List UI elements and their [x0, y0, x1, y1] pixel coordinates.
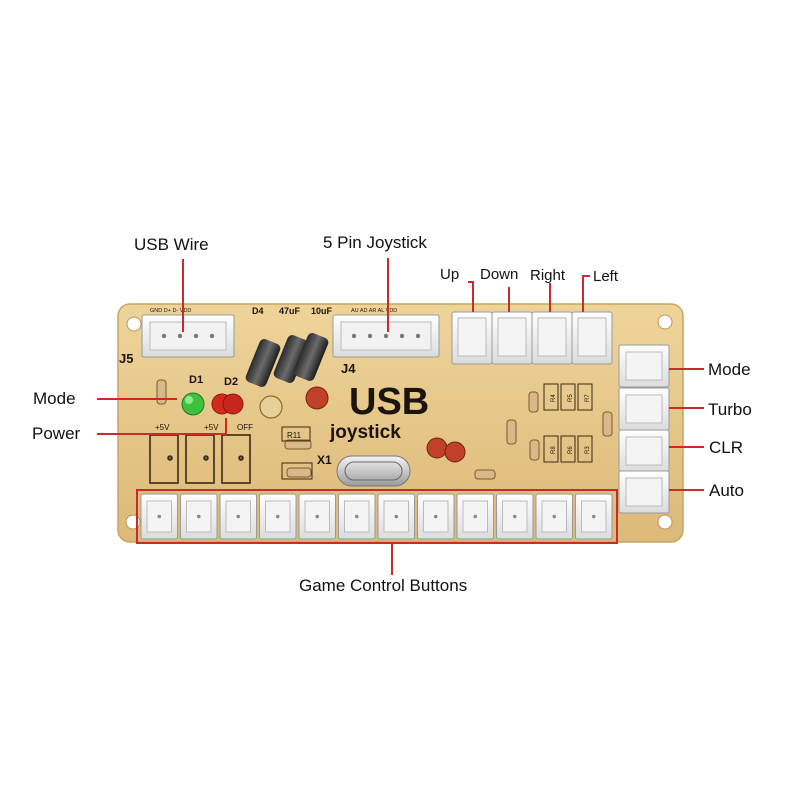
- game-buttons-frame: [136, 489, 618, 544]
- label-turbo: Turbo: [708, 400, 752, 419]
- label-r5: R5: [568, 394, 574, 402]
- game-button-pin: [236, 514, 241, 519]
- game-button-pin: [394, 514, 399, 519]
- label-down: Down: [480, 266, 519, 283]
- crystal-x1: [336, 455, 411, 487]
- function-connectors: [618, 344, 670, 514]
- game-control-buttons: [136, 489, 618, 544]
- label-off: OFF: [237, 423, 253, 432]
- ceramic-capacitor: [305, 386, 329, 410]
- ceramic-capacitor: [259, 395, 283, 419]
- callout-lines: [97, 258, 704, 575]
- game-button-pin: [196, 514, 201, 519]
- mount-hole: [657, 314, 673, 330]
- game-button-pin: [157, 514, 162, 519]
- label-clr: CLR: [709, 438, 744, 457]
- silkscreen: USB joystick J5 J4 D1 D2 D4 47uF 10uF X1…: [119, 306, 591, 467]
- label-j4: J4: [341, 361, 356, 376]
- label-left: Left: [593, 268, 619, 285]
- game-button-socket: [304, 500, 330, 533]
- callout-power: [97, 418, 227, 435]
- label-5v-b: +5V: [204, 423, 219, 432]
- label-r8: R8: [551, 446, 557, 454]
- label-r7: R7: [585, 394, 591, 402]
- usb-connector-j5: [141, 314, 235, 358]
- leds: [181, 392, 244, 416]
- led-d1-green: [181, 392, 205, 416]
- label-5v-a: +5V: [155, 423, 170, 432]
- game-button-pin: [512, 514, 517, 519]
- game-button-pin: [552, 514, 557, 519]
- game-button-pin: [473, 514, 478, 519]
- label-d4: D4: [252, 306, 264, 316]
- resistor-pads: [281, 383, 593, 480]
- ceramic-capacitor: [426, 437, 448, 459]
- callout-left: [582, 275, 590, 312]
- ceramic-capacitor: [444, 441, 466, 463]
- label-mode-left: Mode: [33, 389, 76, 408]
- label-game-control-buttons: Game Control Buttons: [299, 576, 468, 595]
- label-j4-pins: AU AD AR AL VDD: [351, 308, 397, 314]
- game-button-pin: [591, 514, 596, 519]
- game-button-pin: [433, 514, 438, 519]
- board-subtitle: joystick: [329, 422, 401, 443]
- label-mode-right: Mode: [708, 360, 751, 379]
- label-r11: R11: [287, 431, 302, 440]
- label-r3: R3: [585, 446, 591, 454]
- label-cap-47uf: 47uF: [279, 306, 301, 316]
- label-5-pin-joystick: 5 Pin Joystick: [323, 233, 427, 252]
- direction-connectors: [451, 311, 613, 365]
- capacitors: [245, 333, 329, 387]
- label-power: Power: [32, 424, 81, 443]
- label-r6: R6: [568, 446, 574, 454]
- mount-hole: [126, 316, 142, 332]
- label-d1: D1: [189, 374, 203, 386]
- game-button-pin: [354, 514, 359, 519]
- label-j5: J5: [119, 351, 133, 366]
- game-button-pin: [275, 514, 280, 519]
- game-button-socket: [146, 500, 172, 533]
- label-j5-pins: GND D+ D- VDD: [150, 308, 191, 314]
- board-title: USB: [349, 381, 429, 423]
- mount-hole: [657, 514, 673, 530]
- label-r4: R4: [551, 394, 557, 402]
- joystick-connector-j4: [332, 314, 440, 358]
- label-cap-10uf: 10uF: [311, 306, 333, 316]
- label-up: Up: [440, 266, 460, 283]
- resistors: [156, 379, 613, 480]
- label-auto: Auto: [709, 481, 744, 500]
- label-x1: X1: [317, 453, 332, 467]
- game-button-pin: [315, 514, 320, 519]
- label-right: Right: [530, 267, 566, 284]
- callout-up: [468, 281, 474, 312]
- label-d2: D2: [224, 376, 238, 388]
- label-usb-wire: USB Wire: [134, 235, 209, 254]
